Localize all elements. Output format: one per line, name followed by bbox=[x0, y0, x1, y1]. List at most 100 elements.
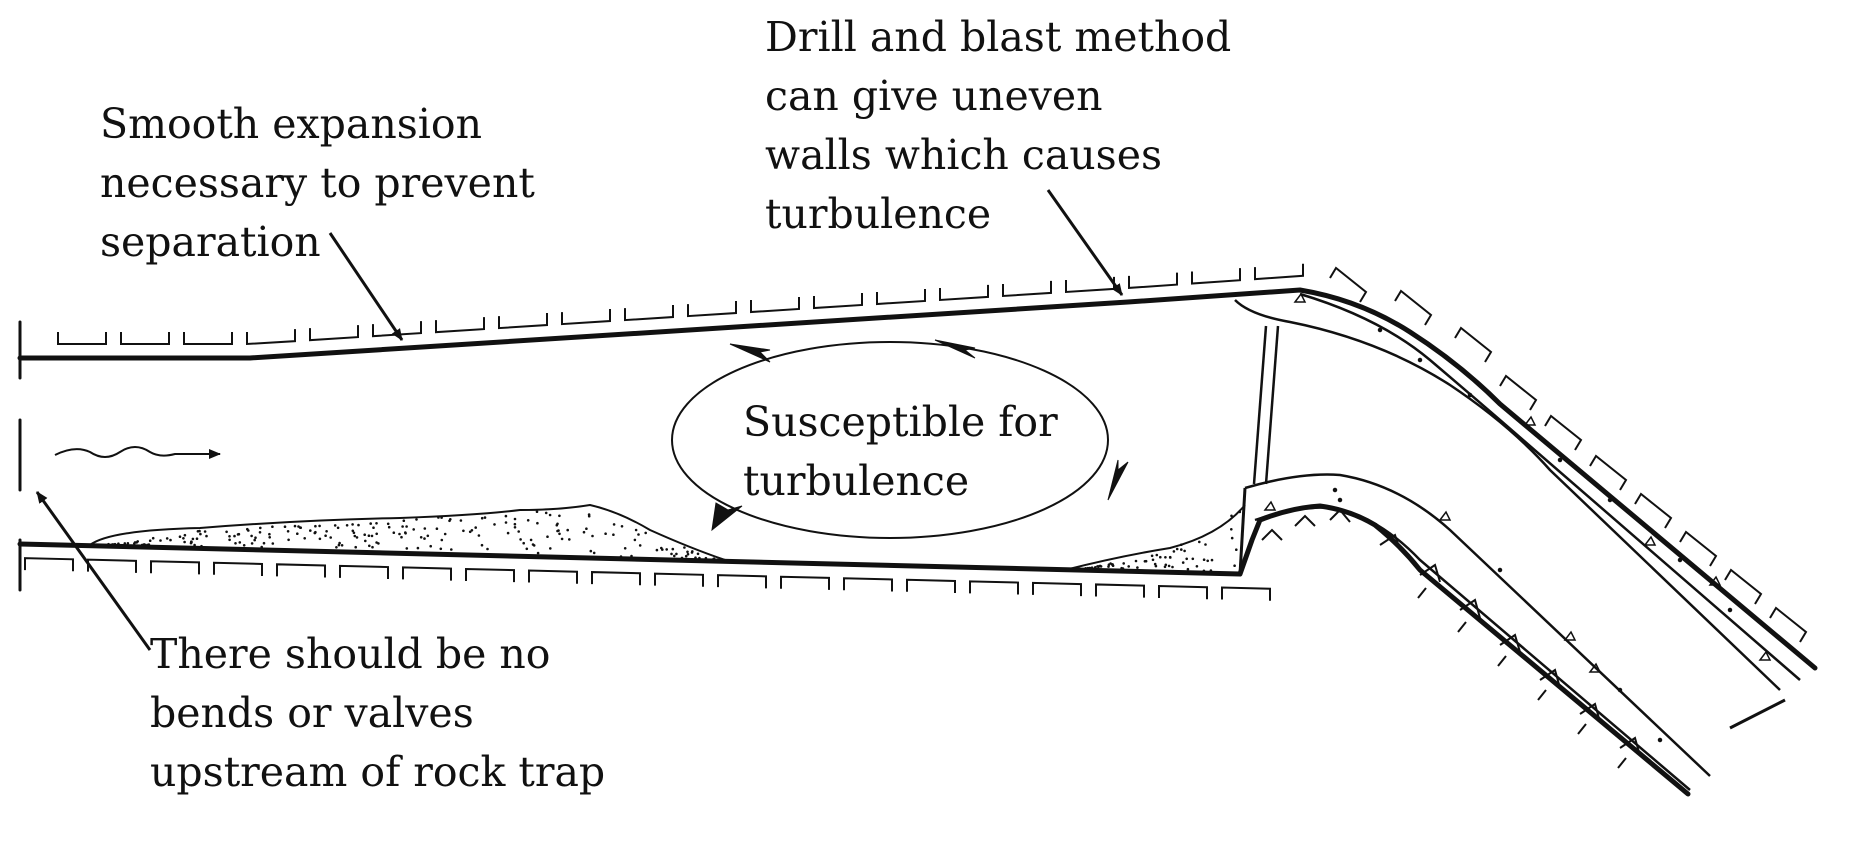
sediment-dot bbox=[468, 530, 472, 534]
sediment-dot bbox=[309, 529, 312, 532]
sediment-dot bbox=[1180, 543, 1183, 546]
sediment-dot bbox=[585, 527, 588, 530]
rock-tick bbox=[57, 332, 107, 345]
sediment-dot bbox=[1233, 564, 1236, 567]
sediment-dot bbox=[250, 542, 254, 545]
sediment-dot bbox=[1195, 565, 1199, 568]
rock-tick bbox=[591, 571, 641, 586]
sediment-dot bbox=[480, 543, 484, 547]
sediment-dot bbox=[1191, 557, 1195, 561]
gate-post-left bbox=[1252, 325, 1268, 485]
sediment-dot bbox=[254, 536, 257, 539]
sediment-dot bbox=[440, 538, 444, 542]
rock-tick bbox=[1095, 583, 1145, 598]
rock-tick bbox=[969, 580, 1019, 595]
sediment-dot bbox=[318, 524, 321, 528]
sediment-dot bbox=[293, 524, 297, 528]
sediment-dot bbox=[324, 534, 327, 537]
sediment-dot bbox=[522, 541, 525, 545]
sediment-dot bbox=[568, 538, 571, 541]
sediment-dot bbox=[372, 526, 375, 529]
sediment-dot bbox=[483, 516, 487, 519]
sediment-dot bbox=[363, 533, 367, 536]
sediment-dot bbox=[493, 523, 496, 526]
sediment-dot bbox=[443, 532, 447, 536]
callout-arrow-no-bends bbox=[35, 491, 152, 651]
sediment-dot bbox=[1150, 554, 1154, 558]
rock-tick bbox=[1191, 268, 1241, 285]
sediment-dot bbox=[439, 547, 443, 551]
sediment-dot bbox=[1180, 548, 1183, 551]
rock-tick bbox=[213, 561, 263, 576]
rock-tick bbox=[1679, 530, 1718, 567]
sediment-dot bbox=[1171, 565, 1174, 569]
sediment-dot bbox=[400, 535, 403, 539]
sediment-dot bbox=[531, 543, 535, 546]
sediment-dot bbox=[644, 531, 647, 535]
sediment-dot bbox=[111, 543, 115, 546]
sediment-dot bbox=[191, 537, 195, 541]
sediment-dot bbox=[392, 531, 396, 534]
sediment-dot bbox=[398, 532, 401, 536]
sediment-dot bbox=[296, 532, 299, 535]
sediment-dot bbox=[205, 534, 208, 538]
sediment-dot bbox=[696, 552, 700, 556]
rock-tick bbox=[780, 575, 830, 590]
rock-tick bbox=[1254, 263, 1304, 281]
sediment-dot bbox=[1159, 555, 1162, 559]
sediment-mound-right bbox=[1064, 504, 1246, 571]
sediment-mound-left bbox=[89, 503, 726, 561]
outlet-cap bbox=[1729, 698, 1786, 730]
rock-tick bbox=[435, 317, 485, 334]
sediment-dot bbox=[440, 516, 443, 519]
rock-tick bbox=[939, 284, 989, 302]
rock-tick bbox=[750, 296, 800, 314]
sediment-dot bbox=[354, 545, 358, 549]
sediment-dot bbox=[655, 548, 659, 552]
turbulence-circulation-loop bbox=[671, 341, 1109, 539]
no-bends-line-1: There should be no bbox=[150, 630, 551, 678]
sediment-dot bbox=[405, 525, 408, 528]
turbulence-zone-line-1: Susceptible for bbox=[743, 398, 1058, 446]
sediment-dot bbox=[198, 529, 201, 533]
rock-tick bbox=[1457, 621, 1467, 633]
concrete-lining bbox=[1234, 292, 1801, 791]
sediment-dot bbox=[355, 536, 359, 539]
sediment-dot bbox=[247, 529, 250, 532]
drill-blast-line-2: can give uneven bbox=[765, 72, 1103, 120]
sediment-dot bbox=[123, 542, 127, 545]
sediment-dot bbox=[386, 522, 390, 526]
sediment-dot bbox=[193, 543, 196, 547]
rock-tick bbox=[339, 564, 389, 580]
sediment-dot bbox=[314, 524, 317, 528]
drill-blast-line-4: turbulence bbox=[765, 190, 992, 238]
sediment-dot bbox=[419, 536, 423, 539]
rock-tick bbox=[687, 301, 737, 318]
sediment-dot bbox=[183, 533, 187, 537]
sediment-dot bbox=[190, 540, 193, 543]
sediment-dot bbox=[353, 534, 357, 538]
sediment-dot bbox=[591, 534, 594, 538]
sediment-deposits bbox=[89, 503, 1246, 571]
rock-tick bbox=[1499, 374, 1538, 411]
sediment-dot bbox=[620, 525, 624, 528]
sediment-dot bbox=[1164, 556, 1167, 559]
sediment-dot bbox=[536, 521, 539, 525]
sediment-dot bbox=[558, 514, 561, 518]
rock-tick bbox=[1577, 723, 1587, 735]
sediment-dot bbox=[375, 541, 378, 544]
sediment-dot bbox=[258, 531, 262, 534]
rock-tick bbox=[1634, 492, 1673, 529]
sediment-dot bbox=[470, 529, 474, 532]
rock-tick bbox=[813, 292, 863, 310]
circulation-ellipse bbox=[671, 341, 1109, 539]
upper-lining-outer bbox=[1299, 292, 1801, 681]
sediment-dot bbox=[633, 538, 637, 542]
sediment-dot bbox=[364, 539, 367, 543]
sediment-dot bbox=[387, 525, 391, 529]
sediment-dot bbox=[338, 541, 341, 545]
sediment-dot bbox=[619, 555, 623, 558]
sediment-dot bbox=[1238, 510, 1242, 514]
sediment-dot bbox=[1185, 557, 1188, 561]
sediment-dot bbox=[369, 522, 373, 525]
